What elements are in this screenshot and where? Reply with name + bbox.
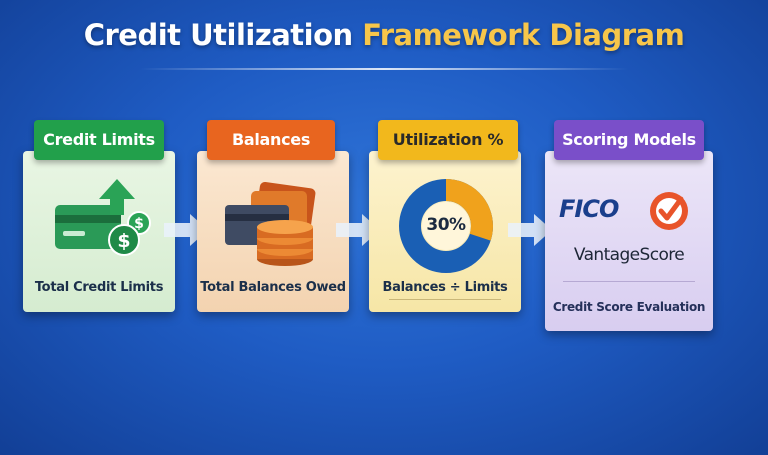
donut-chart-icon bbox=[399, 179, 493, 273]
utilization-caption: Balances ÷ Limits bbox=[382, 280, 508, 295]
title-part-yellow: Framework Diagram bbox=[362, 18, 685, 52]
utilization-percent-label: 30% bbox=[426, 215, 466, 235]
vantagescore-logo: VantageScore bbox=[573, 245, 685, 265]
checkmark-badge-icon bbox=[650, 192, 688, 230]
caption-divider bbox=[389, 299, 501, 300]
credit-limits-caption: Total Credit Limits bbox=[34, 280, 164, 295]
svg-text:$: $ bbox=[134, 216, 144, 232]
credit-card-dollar-icon: $ $ bbox=[55, 179, 151, 256]
scoring-models-card: FICO VantageScore Credit Score Evaluatio… bbox=[545, 151, 713, 331]
title-underline bbox=[140, 68, 628, 70]
utilization-card: 30% Balances ÷ Limits bbox=[369, 151, 521, 312]
card-and-coins-icon bbox=[225, 181, 316, 266]
diagram-title: Credit Utilization Framework Diagram bbox=[0, 18, 768, 52]
fico-logo: FICO bbox=[559, 195, 619, 223]
arrow-right-icon bbox=[508, 214, 552, 246]
svg-text:$: $ bbox=[117, 230, 130, 252]
balances-header: Balances bbox=[207, 120, 335, 160]
credit-limits-card: $ $ Total Credit Limits bbox=[23, 151, 175, 312]
scoring-models-caption: Credit Score Evaluation bbox=[552, 300, 706, 314]
utilization-header: Utilization % bbox=[378, 120, 518, 160]
balances-card: Total Balances Owed bbox=[197, 151, 349, 312]
credit-limits-header: Credit Limits bbox=[34, 120, 164, 160]
title-part-white: Credit Utilization bbox=[83, 18, 353, 52]
balances-caption: Total Balances Owed bbox=[200, 280, 346, 295]
scoring-models-header: Scoring Models bbox=[554, 120, 704, 160]
caption-divider bbox=[563, 281, 695, 282]
